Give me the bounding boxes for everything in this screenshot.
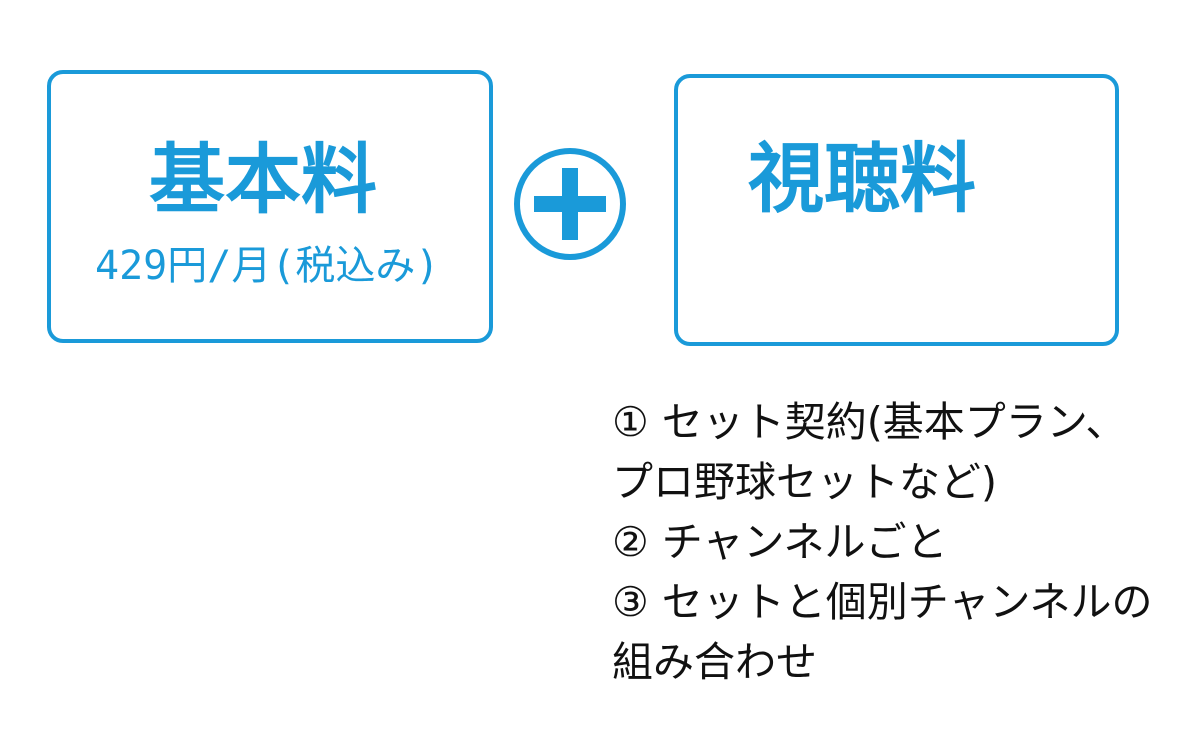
list-item: 組み合わせ: [612, 638, 817, 686]
list-item: ② チャンネルごと: [612, 518, 948, 566]
plus-circle-icon: [513, 147, 627, 261]
viewing-fee-title: 視聴料: [748, 134, 976, 223]
list-item: ① セット契約(基本プラン、: [612, 398, 1127, 446]
basic-fee-title: 基本料: [149, 135, 377, 224]
basic-fee-price: 429円/月(税込み): [95, 243, 440, 289]
list-item: プロ野球セットなど): [612, 458, 997, 506]
viewing-fee-options-list: ① セット契約(基本プラン、 プロ野球セットなど) ② チャンネルごと ③ セッ…: [612, 392, 1153, 692]
list-item: ③ セットと個別チャンネルの: [612, 578, 1153, 626]
basic-fee-box: 基本料 429円/月(税込み): [47, 70, 493, 343]
viewing-fee-box: 視聴料: [674, 74, 1119, 346]
